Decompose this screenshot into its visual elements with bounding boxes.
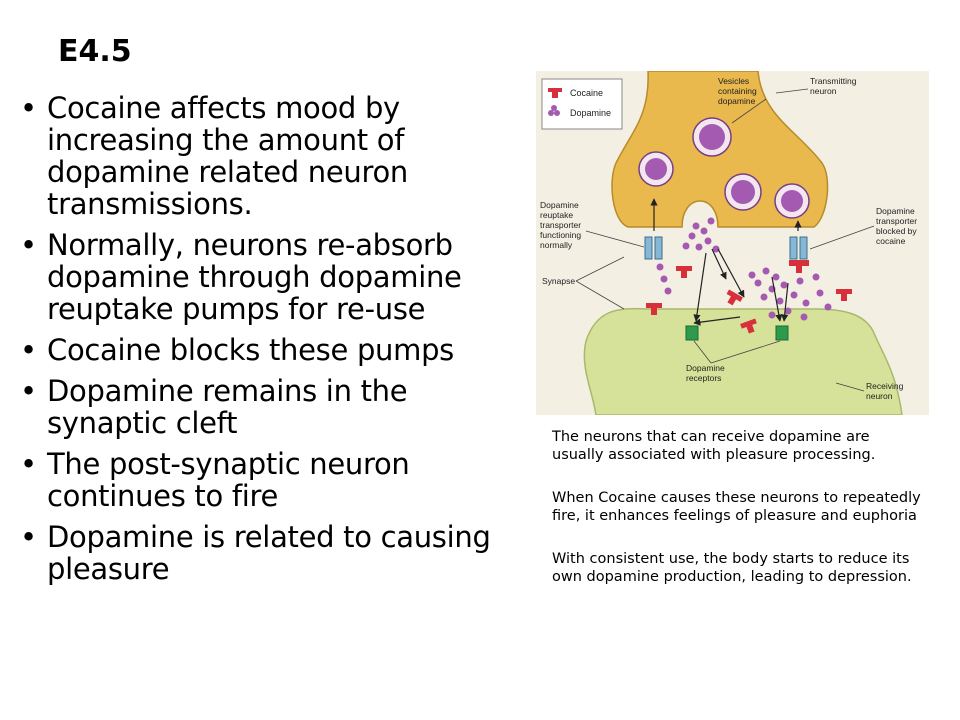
label-transmitting-1: Transmitting [810,76,857,86]
bullet-item: • Normally, neurons re-absorb dopamine th… [20,229,535,325]
diagram-labels: Vesicles containing dopamine Transmittin… [540,76,917,401]
receptor-left [685,325,699,341]
bullet-item: • Cocaine affects mood by increasing the … [20,92,535,220]
receiving-neuron-shape [583,307,903,415]
slide-title: E4.5 [58,34,132,69]
synapse-diagram: Cocaine Dopamine Vesicles containing dop… [536,71,929,415]
side-notes: The neurons that can receive dopamine ar… [552,428,922,611]
label-reuptake-2: reuptake [540,210,573,220]
bullet-icon: • [20,91,37,125]
bullet-text: Normally, neurons re-absorb dopamine thr… [47,228,462,326]
bullet-text: The post-synaptic neuron continues to fi… [47,447,410,513]
note-paragraph: With consistent use, the body starts to … [552,551,912,585]
label-reuptake-3: transporter [540,220,581,230]
transporter-right-blocked [789,236,809,273]
note-paragraph: When Cocaine causes these neurons to rep… [552,490,921,524]
label-blocked-4: cocaine [876,236,906,246]
bullet-icon: • [20,374,37,408]
transporter-left [644,236,663,260]
label-receiving-1: Receiving [866,381,904,391]
label-blocked-3: blocked by [876,226,917,236]
legend-cocaine-label: Cocaine [570,88,603,98]
cocaine-molecules [646,266,852,334]
label-receptors-1: Dopamine [686,363,725,373]
bullet-text: Dopamine is related to causing pleasure [47,520,491,586]
bullet-text: Cocaine blocks these pumps [47,333,454,367]
bullet-icon: • [20,228,37,262]
bullet-item: • The post-synaptic neuron continues to f… [20,448,535,512]
label-reuptake-5: normally [540,240,573,250]
label-blocked-1: Dopamine [876,206,915,216]
flow-arrows [650,198,802,326]
legend-dopamine-label: Dopamine [570,108,611,118]
bullet-text: Cocaine affects mood by increasing the a… [47,91,408,221]
bullet-item: • Dopamine remains in the synaptic cleft [20,375,535,439]
label-reuptake-1: Dopamine [540,200,579,210]
bullet-icon: • [20,333,37,367]
dopamine-molecules [656,217,832,321]
legend: Cocaine Dopamine [541,78,623,130]
label-vesicles-2: containing [718,86,757,96]
bullet-item: • Cocaine blocks these pumps [20,334,535,366]
vesicles [638,117,810,219]
label-receiving-2: neuron [866,391,893,401]
receptor-right [775,325,789,341]
leader-lines [575,88,875,392]
note-paragraph: The neurons that can receive dopamine ar… [552,429,876,463]
label-vesicles-3: dopamine [718,96,756,106]
label-synapse: Synapse [542,276,575,286]
label-blocked-2: transporter [876,216,917,226]
bullet-icon: • [20,520,37,554]
label-transmitting-2: neuron [810,86,837,96]
label-reuptake-4: functioning [540,230,581,240]
label-vesicles-1: Vesicles [718,76,749,86]
bullet-list: • Cocaine affects mood by increasing the … [20,92,535,594]
bullet-item: • Dopamine is related to causing pleasure [20,521,535,585]
bullet-icon: • [20,447,37,481]
label-receptors-2: receptors [686,373,721,383]
bullet-text: Dopamine remains in the synaptic cleft [47,374,408,440]
